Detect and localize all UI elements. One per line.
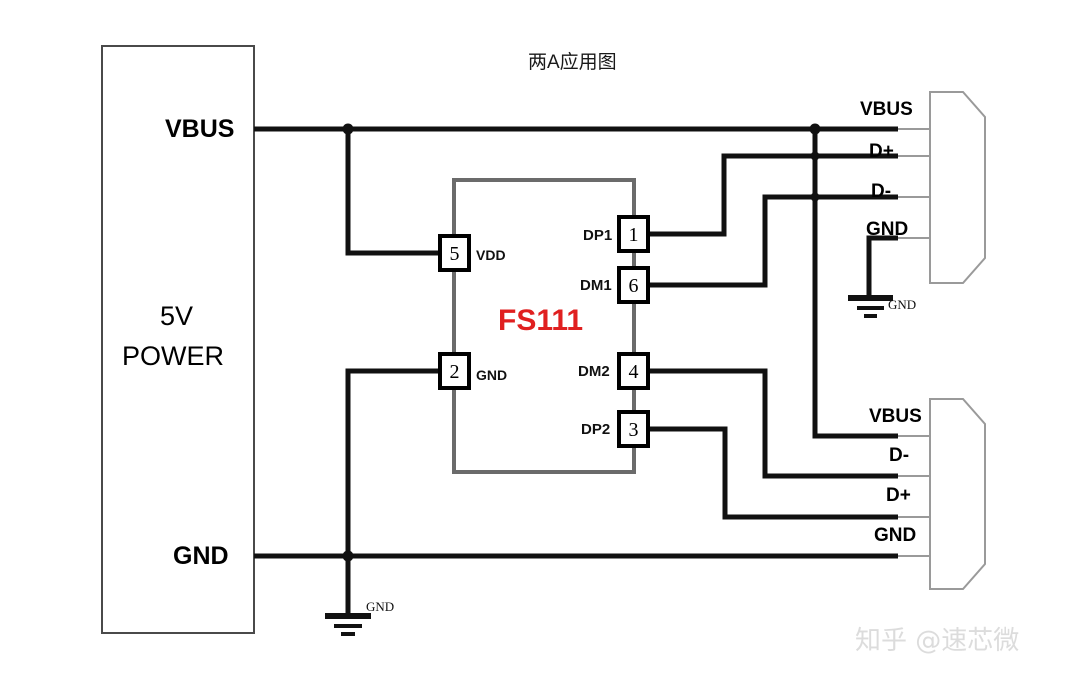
junction-vbus-column bbox=[809, 123, 821, 135]
pin-number-1: 1 bbox=[628, 224, 639, 246]
pin-number-5: 5 bbox=[449, 243, 460, 265]
junction-gnd-branch bbox=[342, 550, 354, 562]
ground-symbol-usb-top bbox=[848, 295, 893, 318]
pin-name-dm1: DM1 bbox=[580, 277, 612, 294]
chip-body bbox=[452, 178, 636, 474]
pin-name-dp2: DP2 bbox=[581, 421, 611, 438]
power-vbus-label: VBUS bbox=[165, 115, 235, 143]
wire-usb-top-gnd bbox=[866, 235, 898, 296]
ground-label-power: GND bbox=[366, 599, 395, 614]
usb-port-bottom-shell bbox=[929, 398, 986, 590]
pin-name-gnd: GND bbox=[476, 367, 508, 383]
usb-bottom-pin-label-vbus: VBUS bbox=[869, 406, 922, 427]
usb-top-pin-label-vbus: VBUS bbox=[860, 99, 913, 120]
usb-port-top[interactable] bbox=[898, 91, 986, 284]
pin-box-3 bbox=[617, 410, 650, 448]
wire-dm2 bbox=[648, 368, 898, 479]
usb-port-top-shell bbox=[929, 91, 986, 284]
diagram-title: 两A应用图 bbox=[528, 52, 617, 73]
pin-box-2 bbox=[438, 352, 471, 390]
pin-number-3: 3 bbox=[628, 419, 639, 441]
usb-bottom-pin-label-dminus: D- bbox=[889, 445, 910, 466]
wire-vbus-down bbox=[812, 129, 898, 439]
usb-top-pin-label-gnd: GND bbox=[866, 219, 909, 240]
pin-name-vdd: VDD bbox=[476, 247, 506, 263]
usb-port-bottom[interactable] bbox=[898, 398, 986, 590]
usb-port-bottom-pins bbox=[898, 435, 930, 557]
pin-number-6: 6 bbox=[628, 275, 639, 297]
power-block-line2: POWER bbox=[122, 341, 225, 371]
wires bbox=[254, 126, 898, 614]
wire-dm1 bbox=[648, 194, 898, 288]
usb-bottom-pin-label-gnd: GND bbox=[874, 525, 917, 546]
usb-top-pin-label-dminus: D- bbox=[871, 181, 892, 202]
pin-number-4: 4 bbox=[628, 361, 639, 383]
ground-label-usb-top: GND bbox=[888, 297, 917, 312]
wire-junctions bbox=[342, 123, 821, 562]
crossing-dp1 bbox=[810, 151, 820, 161]
wire-vbus-to-vdd bbox=[345, 129, 440, 256]
usb-bottom-pin-label-dplus: D+ bbox=[886, 485, 911, 506]
crossing-dm1 bbox=[810, 192, 820, 202]
power-block-line1: 5V bbox=[160, 301, 194, 331]
power-source-block bbox=[101, 45, 255, 634]
junction-vbus-branch bbox=[342, 123, 354, 135]
wire-crossings bbox=[810, 151, 820, 202]
watermark: 知乎 @速芯微 bbox=[855, 626, 1020, 656]
wire-gnd-to-pin2 bbox=[345, 368, 440, 556]
chip-name-label: FS111 bbox=[498, 304, 584, 337]
chip-pin-boxes bbox=[438, 215, 650, 448]
pin-box-6 bbox=[617, 266, 650, 304]
ground-symbol-power bbox=[325, 613, 371, 636]
pin-name-dm2: DM2 bbox=[578, 363, 610, 380]
pin-number-2: 2 bbox=[449, 361, 460, 383]
usb-top-pin-label-dplus: D+ bbox=[869, 141, 894, 162]
wire-dp2 bbox=[648, 426, 898, 520]
power-gnd-label: GND bbox=[173, 542, 229, 570]
usb-port-top-pins bbox=[898, 128, 930, 239]
pin-box-5 bbox=[438, 234, 471, 272]
pin-name-dp1: DP1 bbox=[583, 227, 613, 244]
pin-box-1 bbox=[617, 215, 650, 253]
pin-box-4 bbox=[617, 352, 650, 390]
